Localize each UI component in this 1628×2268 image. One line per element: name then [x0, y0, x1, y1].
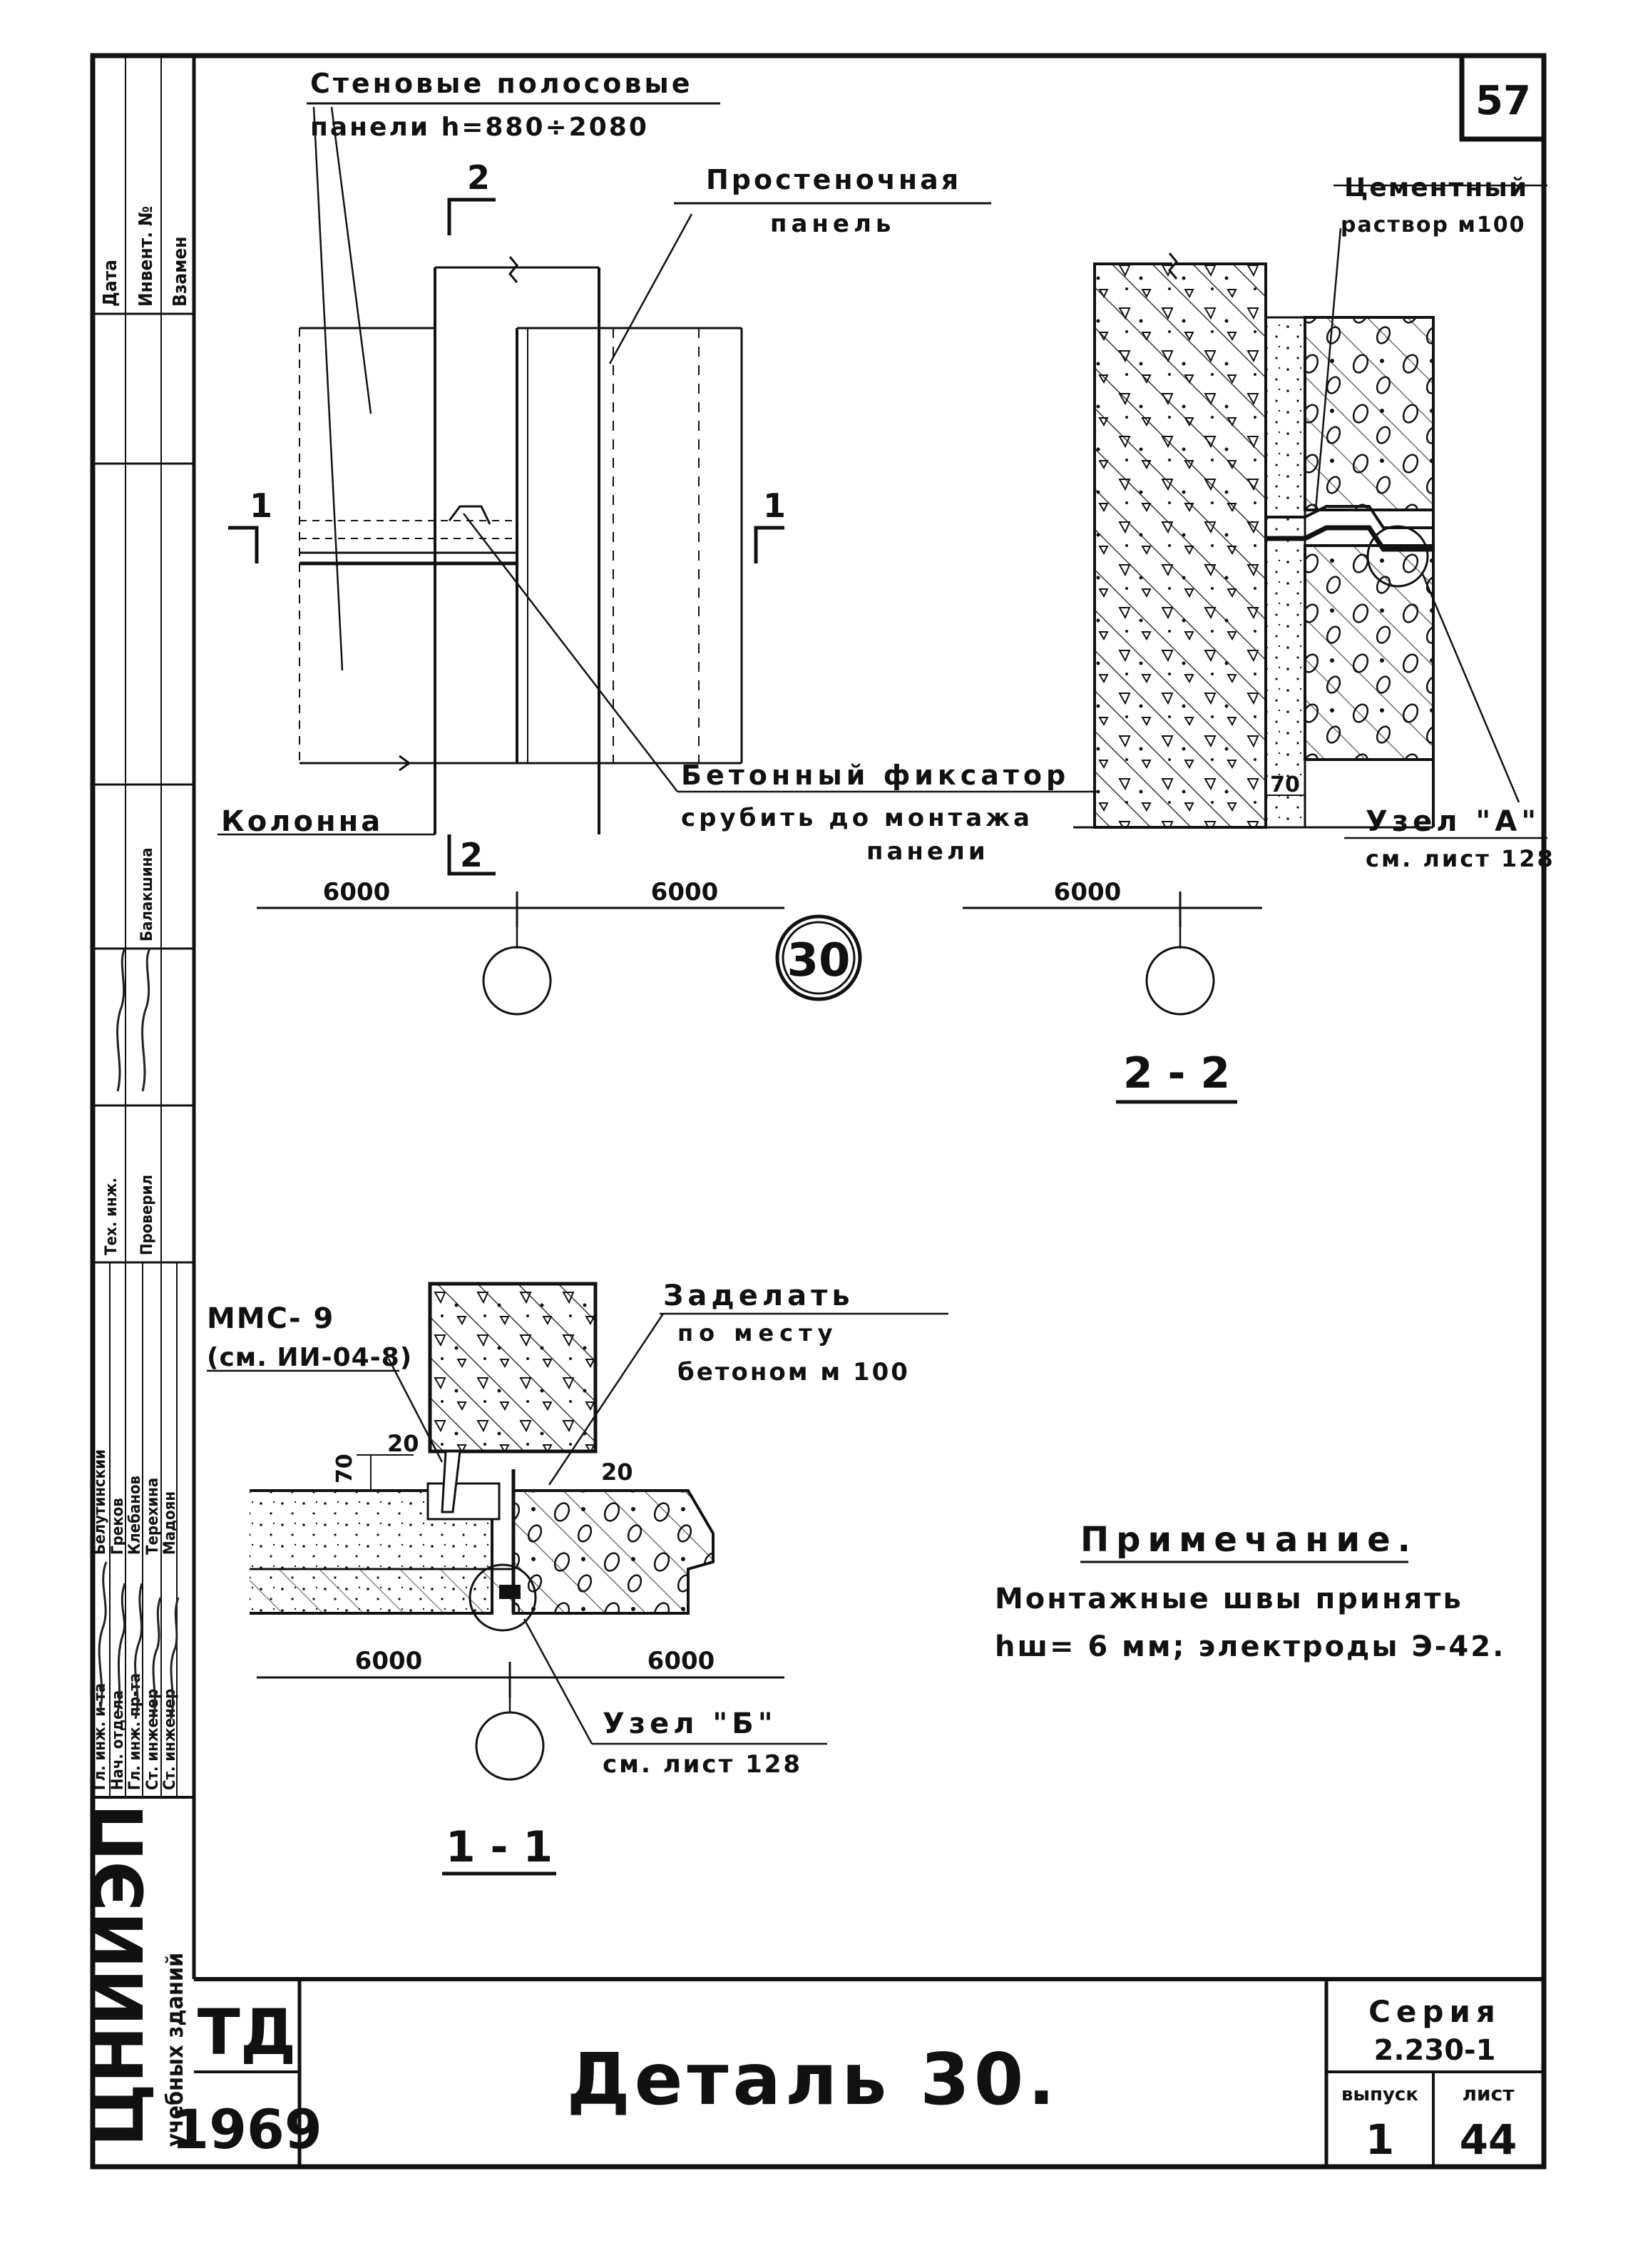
section-1-1-labels: ММС- 9 (см. ИИ-04-8) Заделать по месту б…: [207, 1279, 910, 1872]
stamp-inv-label: Инвент. №: [135, 206, 157, 307]
stamp-tech-name: Балакшина: [138, 847, 156, 941]
issue-label: выпуск: [1341, 2084, 1418, 2105]
issue-value: 1: [1366, 2115, 1394, 2164]
stamp-replace-label: Взамен: [170, 237, 191, 307]
label-mms-1: ММС- 9: [207, 1302, 334, 1335]
label-fill-1: Заделать: [663, 1279, 854, 1312]
stamp-role-1: Гл. инж. и-та: [91, 1683, 109, 1790]
stamp-role-3: Гл. инж. пр-та: [126, 1673, 144, 1790]
series-label: Серия: [1368, 1994, 1501, 2029]
note-line-1: Монтажные швы принять: [995, 1583, 1463, 1615]
sheet-frame: [90, 53, 1547, 2170]
section-mark-2-bottom: 2: [460, 836, 483, 874]
dim-sec11-right: 6000: [647, 1647, 715, 1675]
label-cement-1: Цементный: [1344, 173, 1528, 203]
dim-sec22-70: 70: [1270, 772, 1300, 797]
label-fill-2: по месту: [677, 1319, 838, 1347]
drawing-title: Деталь 30.: [567, 2038, 1060, 2121]
dim-plan-right: 6000: [651, 878, 719, 906]
label-node-a-2: см. лист 128: [1366, 845, 1555, 872]
org-subtitle: учебных зданий: [161, 1953, 188, 2147]
section-1-1: [207, 1282, 948, 1876]
title-block: ТД 1969 Деталь 30. Серия 2.230-1 выпуск …: [171, 1977, 1544, 2167]
note-title: Примечание.: [1080, 1520, 1418, 1560]
stamp-name-1: Белутинский: [91, 1449, 109, 1555]
year-label: 1969: [171, 2098, 322, 2161]
stamp-checked-label: Проверил: [138, 1175, 156, 1255]
detail-number: 30: [787, 934, 850, 987]
stamp-name-3: Клебанов: [126, 1476, 144, 1555]
section-title-1-1: 1 - 1: [446, 1822, 553, 1872]
stamp-name-5: Мадоян: [161, 1491, 179, 1555]
stamp-name-4: Терехина: [144, 1478, 162, 1555]
label-wall-panels-2: панели h=880÷2080: [310, 113, 649, 142]
sheet-value: 44: [1460, 2115, 1517, 2164]
org-name: ЦНИИЭП: [79, 1804, 159, 2147]
stamp-tech-label: Тех. инж.: [103, 1178, 121, 1255]
label-pier-panel-2: панель: [770, 210, 895, 238]
label-fixator-3: панели: [866, 837, 989, 866]
section-mark-1-left: 1: [250, 486, 272, 525]
sheet-number-box: 57: [1459, 56, 1544, 142]
label-fixator-2: срубить до монтажа: [681, 804, 1033, 832]
dim-sec11-left: 6000: [355, 1647, 423, 1675]
stamp-role-5: Ст. инженер: [161, 1689, 179, 1790]
section-title-2-2: 2 - 2: [1123, 1048, 1230, 1098]
handwritten-signatures: [98, 948, 180, 1720]
label-fill-3: бетоном м 100: [677, 1358, 910, 1386]
label-node-b-2: см. лист 128: [603, 1750, 802, 1779]
series-value: 2.230-1: [1374, 2034, 1496, 2067]
sheet-number: 57: [1475, 78, 1531, 124]
dim-sec11-20b: 20: [601, 1459, 633, 1486]
section-mark-1-right: 1: [763, 486, 786, 525]
plan-view: [217, 106, 1098, 1016]
side-stamp: Дата Инвент. № Взамен Гл. инж. и-та Нач.…: [79, 56, 194, 2147]
dim-sec11-20a: 20: [387, 1430, 419, 1457]
label-mms-2: (см. ИИ-04-8): [207, 1343, 412, 1372]
stamp-name-2: Греков: [109, 1498, 127, 1555]
section-2-2: [963, 184, 1547, 1104]
dim-sec22: 6000: [1054, 878, 1122, 906]
section-mark-2-top: 2: [467, 158, 490, 197]
section-2-2-labels: Цементный раствор м100 Узел "А" см. лист…: [1054, 173, 1555, 1098]
stamp-date-label: Дата: [100, 260, 121, 307]
sheet-label: лист: [1463, 2082, 1515, 2105]
td-label: ТД: [198, 1996, 296, 2069]
dim-plan-left: 6000: [323, 878, 391, 906]
label-pier-panel-1: Простеночная: [706, 164, 961, 195]
note-block: Примечание. Монтажные швы принять hш= 6 …: [995, 1520, 1505, 1663]
label-wall-panels-1: Стеновые полосовые: [310, 68, 693, 99]
label-fixator-1: Бетонный фиксатор: [681, 760, 1070, 791]
label-cement-2: раствор м100: [1341, 213, 1526, 237]
stamp-role-4: Ст. инженер: [144, 1689, 162, 1790]
label-column: Колонна: [221, 805, 383, 838]
note-line-2: hш= 6 мм; электроды Э-42.: [995, 1630, 1505, 1663]
dim-sec11-70: 70: [332, 1454, 357, 1483]
plan-labels: Стеновые полосовые панели h=880÷2080 Про…: [221, 68, 1070, 987]
label-node-a-1: Узел "А": [1366, 805, 1540, 838]
label-node-b-1: Узел "Б": [603, 1707, 777, 1740]
